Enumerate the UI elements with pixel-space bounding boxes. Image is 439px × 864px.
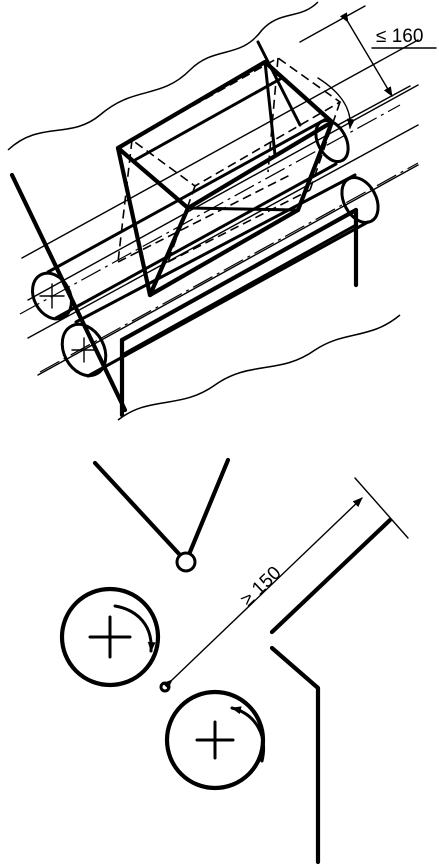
frame-break-line-upper [7,1,319,151]
hopper-funnel [115,59,335,298]
rotation-arrow-top [317,77,355,129]
guard-pivot [175,551,197,573]
guard-plate-lower [269,645,321,864]
frame-break-line-lower [117,314,401,421]
guide-line-2 [27,84,419,301]
guard-plate-upper [269,517,393,635]
guide-line-4 [37,164,419,376]
dimension-label-min-distance: ≥ 150 [237,563,286,611]
guide-line-3 [27,124,419,339]
roller-lower-section [164,689,266,791]
frame-top-rail-inner [120,223,358,357]
dimension-max-gap: ≤ 160 [299,5,437,126]
roller-hopper-isometric-view: ≤ 160 [7,1,437,421]
roller-upper-section [59,586,161,688]
guard-blade-left [92,460,183,558]
roller-gap-section-view: ≥ 150 [59,457,409,864]
guide-line-1 [21,39,419,259]
frame-top-rail [119,207,359,343]
roller-lower [39,162,419,378]
frame-upper-post [256,40,302,127]
nip-point [159,681,171,693]
guard-blade-right [187,457,231,555]
hopper-alternate-position [117,57,342,263]
dimension-label-max-gap: ≤ 160 [376,26,423,47]
